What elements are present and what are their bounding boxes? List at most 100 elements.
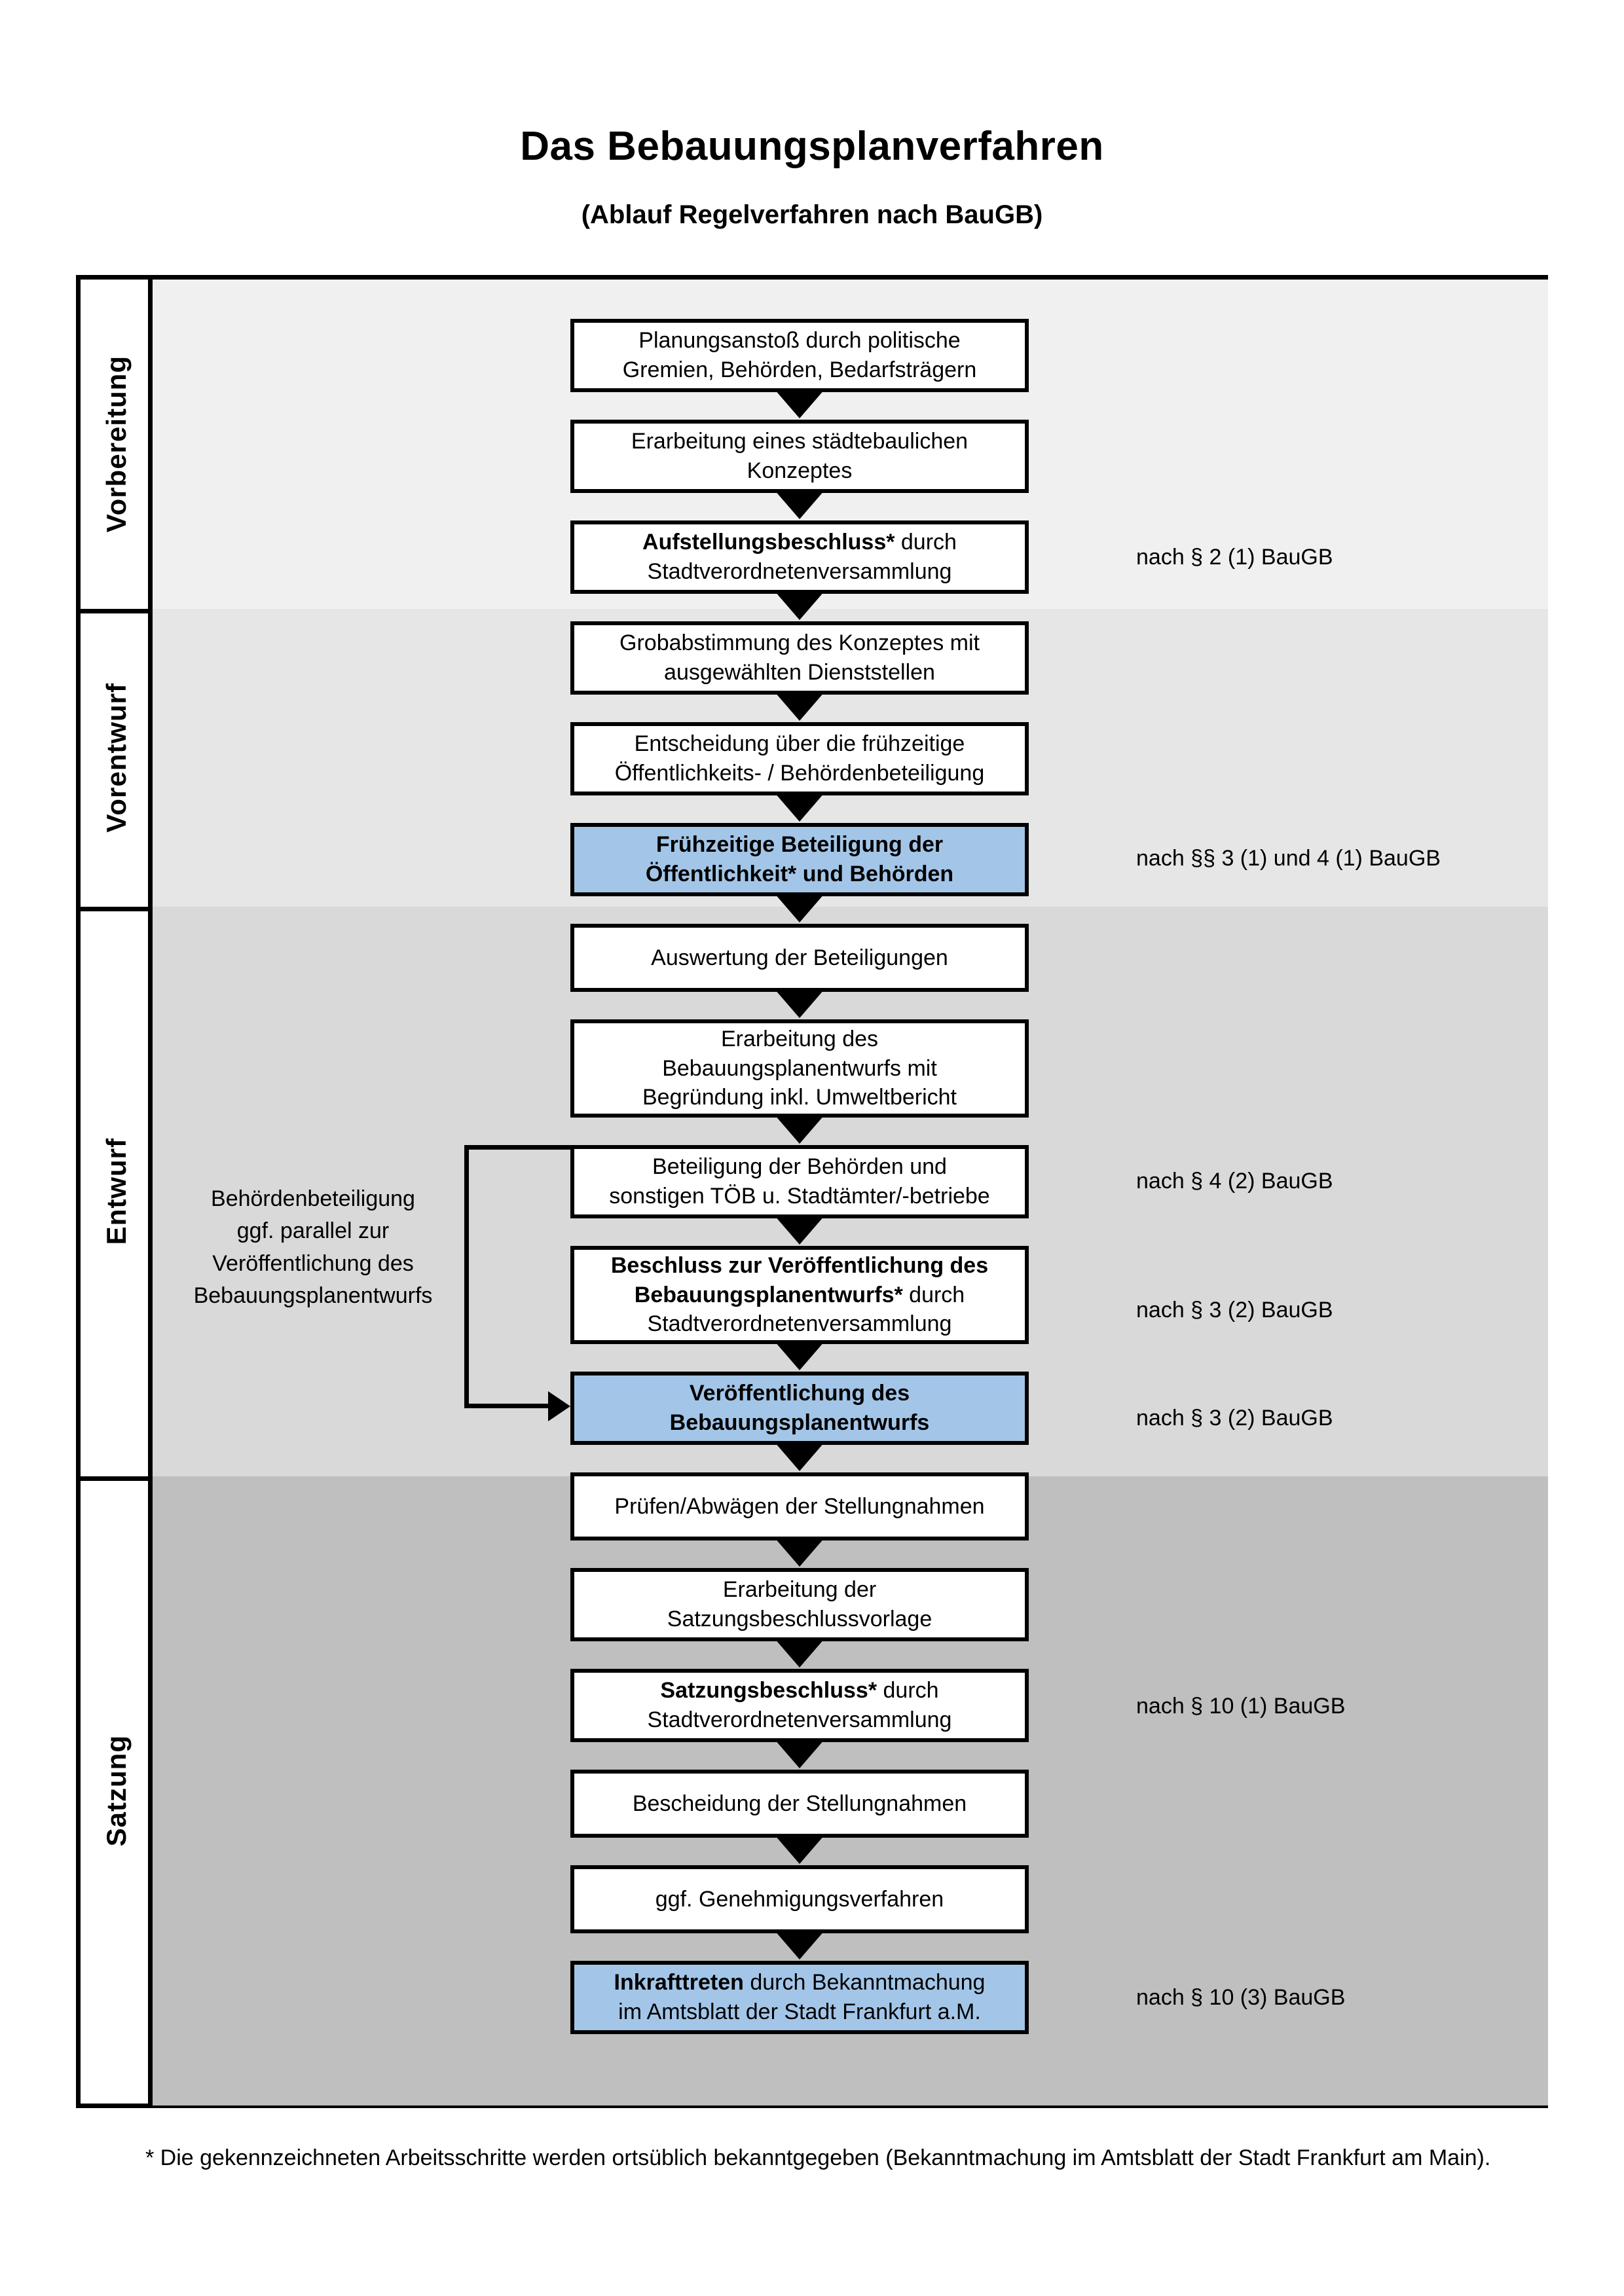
side-note-line: ggf. parallel zur xyxy=(236,1218,390,1244)
step-line-bold: Veröffentlichung des xyxy=(689,1381,910,1406)
annotation-par-4-2: nach § 4 (2) BauGB xyxy=(1136,1169,1333,1194)
side-note-line: Bebauungsplanentwurfs xyxy=(193,1283,433,1308)
annotation-par-10-1: nach § 10 (1) BauGB xyxy=(1136,1694,1346,1719)
phase-divider-3 xyxy=(81,1476,153,1481)
phase-label-text: Vorbereitung xyxy=(101,355,132,533)
step-line: Stadtverordnetenversammlung xyxy=(647,1707,952,1732)
arrow-konzept-to-aufstellungsbeschluss xyxy=(775,490,824,519)
annotation-par-3-1-4-1: nach §§ 3 (1) und 4 (1) BauGB xyxy=(1136,846,1441,871)
step-planungsanstoss[interactable]: Planungsanstoß durch politische Gremien,… xyxy=(570,319,1029,392)
connector-top-segment xyxy=(464,1145,573,1150)
step-line: Grobabstimmung des Konzeptes mit xyxy=(619,630,980,656)
step-aufstellungsbeschluss[interactable]: Aufstellungsbeschluss* durch Stadtverord… xyxy=(570,520,1029,594)
step-line: Satzungsbeschlussvorlage xyxy=(667,1607,932,1631)
phase-label-text: Satzung xyxy=(101,1735,132,1847)
step-line: Stadtverordnetenversammlung xyxy=(647,1311,952,1337)
connector-vertical-segment xyxy=(464,1145,469,1408)
step-line: Prüfen/Abwägen der Stellungnahmen xyxy=(614,1493,985,1519)
side-note-line: Veröffentlichung des xyxy=(212,1250,414,1276)
phase-label-vorbereitung: Vorbereitung xyxy=(81,280,153,609)
arrow-satzungsbeschluss-to-bescheidung xyxy=(775,1740,824,1768)
step-line-bold: Bebauungsplanentwurfs xyxy=(669,1410,930,1435)
step-veroeffentlichung-bebauungsplanentwurf[interactable]: Veröffentlichung des Bebauungsplanentwur… xyxy=(570,1372,1029,1445)
connector-bottom-segment xyxy=(464,1404,551,1408)
step-line-bold: Satzungsbeschluss* xyxy=(660,1678,877,1704)
step-konzept[interactable]: Erarbeitung eines städtebaulichen Konzep… xyxy=(570,420,1029,493)
arrow-planungsanstoss-to-konzept xyxy=(775,390,824,418)
step-line: Planungsanstoß durch politische xyxy=(638,328,961,354)
flowchart-frame: Vorbereitung Vorentwurf Entwurf Satzung … xyxy=(76,275,1548,2108)
step-line-bold: Frühzeitige Beteiligung der xyxy=(655,832,944,858)
step-beschluss-veroeffentlichung[interactable]: Beschluss zur Veröffentlichung des Bebau… xyxy=(570,1246,1029,1344)
step-line: Bebauungsplanentwurfs mit xyxy=(662,1055,937,1081)
step-satzungsbeschluss[interactable]: Satzungsbeschluss* durch Stadtverordnete… xyxy=(570,1669,1029,1742)
step-line: Konzeptes xyxy=(747,458,853,483)
step-line: Begründung inkl. Umweltbericht xyxy=(642,1085,957,1110)
step-entscheidung-fruehzeitige-beteiligung[interactable]: Entscheidung über die frühzeitige Öffent… xyxy=(570,722,1029,795)
step-line: Öffentlichkeits- / Behördenbeteiligung xyxy=(614,761,985,786)
step-erarbeitung-bebauungsplanentwurf[interactable]: Erarbeitung des Bebauungsplanentwurfs mi… xyxy=(570,1019,1029,1118)
step-line: ggf. Genehmigungsverfahren xyxy=(655,1886,944,1912)
step-line: Entscheidung über die frühzeitige xyxy=(634,731,965,757)
step-line: ausgewählten Dienststellen xyxy=(664,660,935,685)
phase-divider-2 xyxy=(81,907,153,911)
step-line: im Amtsblatt der Stadt Frankfurt a.M. xyxy=(618,1999,981,2024)
step-line: durch Bekanntmachung xyxy=(743,1970,986,1995)
step-line: Auswertung der Beteiligungen xyxy=(651,945,948,970)
page-subtitle: (Ablauf Regelverfahren nach BauGB) xyxy=(581,200,1043,230)
phase-label-entwurf: Entwurf xyxy=(81,907,153,1476)
step-auswertung-beteiligungen[interactable]: Auswertung der Beteiligungen xyxy=(570,924,1029,992)
step-line-bold: Aufstellungsbeschluss* xyxy=(642,530,895,555)
page-header: Das Bebauungsplanverfahren (Ablauf Regel… xyxy=(0,0,1624,229)
step-line: Gremien, Behörden, Bedarfsträgern xyxy=(622,357,977,382)
step-line: Beteiligung der Behörden und xyxy=(652,1154,947,1180)
step-genehmigungsverfahren[interactable]: ggf. Genehmigungsverfahren xyxy=(570,1865,1029,1933)
arrow-grobabstimmung-to-entscheidung xyxy=(775,692,824,721)
step-bescheidung-stellungnahmen[interactable]: Bescheidung der Stellungnahmen xyxy=(570,1770,1029,1838)
arrow-entscheidung-to-fruehzeitige xyxy=(775,793,824,822)
step-line-bold: Beschluss zur Veröffentlichung des xyxy=(610,1252,989,1278)
phase-label-vorentwurf: Vorentwurf xyxy=(81,609,153,907)
step-grobabstimmung[interactable]: Grobabstimmung des Konzeptes mit ausgewä… xyxy=(570,621,1029,695)
step-line: Erarbeitung der xyxy=(722,1577,877,1603)
step-line: durch xyxy=(877,1678,939,1704)
arrow-aufstellungsbeschluss-to-grobabstimmung xyxy=(775,591,824,620)
step-line: Erarbeitung eines städtebaulichen xyxy=(631,429,969,454)
arrow-genehmigung-to-inkrafttreten xyxy=(775,1931,824,1959)
annotation-par-3-2-veroeffentlichung: nach § 3 (2) BauGB xyxy=(1136,1406,1333,1430)
step-pruefen-abwaegen[interactable]: Prüfen/Abwägen der Stellungnahmen xyxy=(570,1472,1029,1540)
phase-label-satzung: Satzung xyxy=(81,1476,153,2105)
arrow-erarbeitung-to-behoerden xyxy=(775,1115,824,1144)
arrow-veroeffentlichung-to-pruefen xyxy=(775,1442,824,1471)
step-line: Erarbeitung des xyxy=(720,1026,879,1051)
step-inkrafttreten[interactable]: Inkrafttreten durch Bekanntmachung im Am… xyxy=(570,1961,1029,2034)
step-fruehzeitige-beteiligung[interactable]: Frühzeitige Beteiligung der Öffentlichke… xyxy=(570,823,1029,896)
step-line-bold: Inkrafttreten xyxy=(614,1970,744,1995)
step-line: durch xyxy=(902,1282,965,1307)
annotation-par-3-2-beschluss: nach § 3 (2) BauGB xyxy=(1136,1298,1333,1322)
page-title: Das Bebauungsplanverfahren xyxy=(520,124,1104,169)
arrow-beschluss-to-veroeffentlichung xyxy=(775,1341,824,1370)
step-beteiligung-behoerden-toeb[interactable]: Beteiligung der Behörden und sonstigen T… xyxy=(570,1145,1029,1218)
step-line: sonstigen TÖB u. Stadtämter/-betriebe xyxy=(609,1184,990,1209)
arrow-satzungsvorlage-to-satzungsbeschluss xyxy=(775,1639,824,1667)
side-note-line: Behördenbeteiligung xyxy=(211,1186,415,1211)
arrow-behoerden-to-beschluss xyxy=(775,1216,824,1245)
annotation-par-2-1: nach § 2 (1) BauGB xyxy=(1136,545,1333,570)
step-line: Bescheidung der Stellungnahmen xyxy=(632,1791,967,1816)
arrow-fruehzeitige-to-auswertung xyxy=(775,894,824,922)
phase-label-text: Entwurf xyxy=(101,1138,132,1245)
connector-arrowhead-icon xyxy=(548,1391,570,1421)
phase-label-text: Vorentwurf xyxy=(101,683,132,833)
step-satzungsbeschlussvorlage[interactable]: Erarbeitung der Satzungsbeschlussvorlage xyxy=(570,1568,1029,1641)
step-line-bold: Bebauungsplanentwurfs* xyxy=(634,1282,903,1307)
arrow-bescheidung-to-genehmigung xyxy=(775,1835,824,1864)
phase-label-column: Vorbereitung Vorentwurf Entwurf Satzung xyxy=(81,280,153,2104)
side-note-behoerdenbeteiligung: Behördenbeteiligung ggf. parallel zur Ve… xyxy=(172,1183,454,1312)
arrow-pruefen-to-satzungsvorlage xyxy=(775,1538,824,1567)
step-line: Stadtverordnetenversammlung xyxy=(647,559,952,584)
phase-divider-1 xyxy=(81,609,153,613)
arrow-auswertung-to-erarbeitung xyxy=(775,989,824,1018)
footnote: * Die gekennzeichneten Arbeitsschritte w… xyxy=(145,2145,1491,2170)
step-line-bold: Öffentlichkeit* und Behörden xyxy=(645,862,954,886)
